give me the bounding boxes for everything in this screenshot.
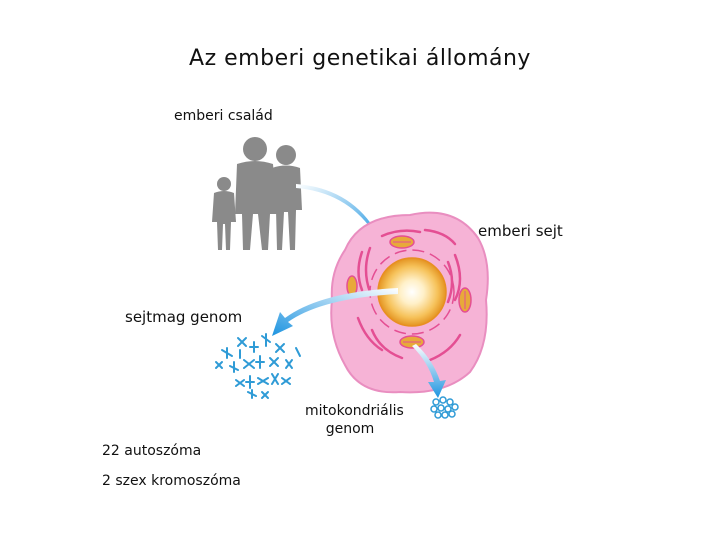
human-cell <box>330 211 489 394</box>
label-sex-chromosomes: 2 szex kromoszóma <box>102 473 241 489</box>
child-silhouette <box>212 177 236 250</box>
label-mito-genome: mitokondriális genom <box>305 402 404 438</box>
label-mito-line2: genom <box>325 421 375 437</box>
father-silhouette <box>235 137 277 250</box>
diagram-title: Az emberi genetikai állomány <box>189 46 531 71</box>
mitochondrial-dna-icon <box>430 396 459 419</box>
label-family: emberi család <box>174 108 273 124</box>
label-cell: emberi sejt <box>478 222 563 240</box>
endoplasmic-reticulum <box>356 228 462 362</box>
label-autosomes: 22 autoszóma <box>102 443 202 459</box>
label-mito-line1: mitokondriális <box>305 403 404 419</box>
chromosomes-icon <box>215 333 301 399</box>
arrow-mito-to-genome <box>412 344 446 398</box>
mother-silhouette <box>270 145 302 250</box>
arrow-nucleus-to-chromosomes <box>272 288 398 336</box>
arrow-family-to-cell <box>296 184 381 246</box>
label-nucleus-genome: sejtmag genom <box>125 308 243 326</box>
family-silhouettes-icon <box>212 137 302 250</box>
